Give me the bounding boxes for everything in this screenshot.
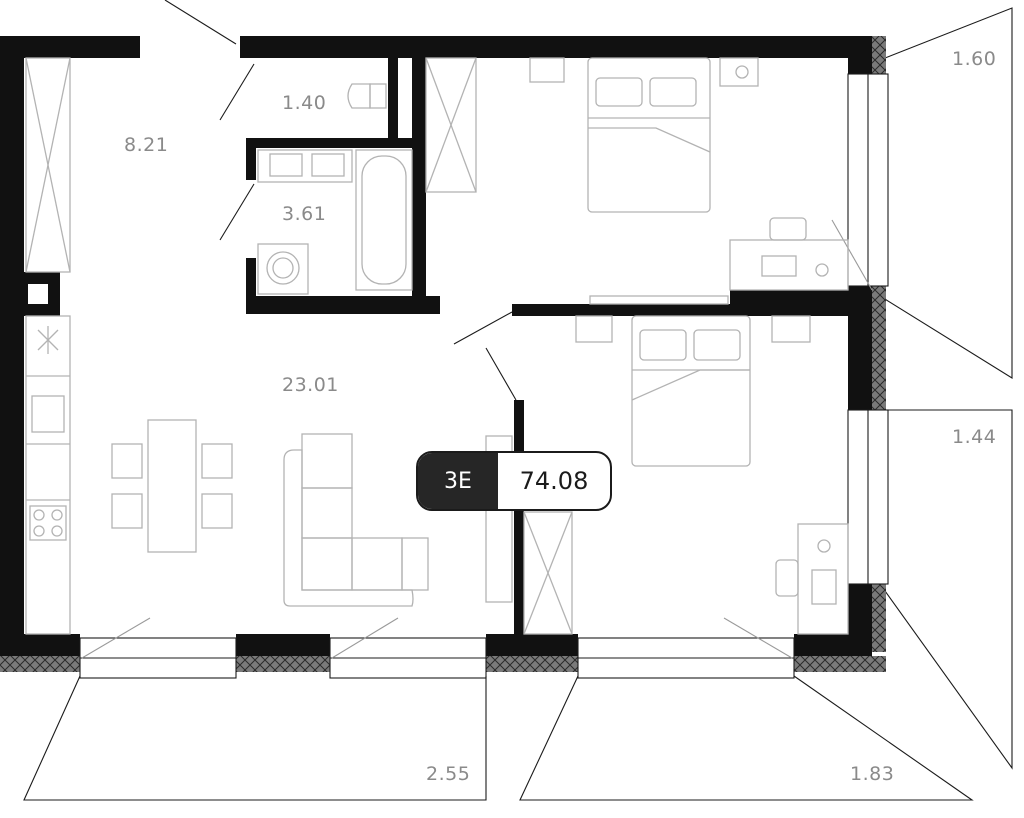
toilet-area-label: 1.40	[282, 92, 327, 114]
balcony-bottom-right-label: 1.83	[850, 763, 895, 785]
balcony-bottom-left-outline	[23, 675, 487, 801]
toilet-fixture	[347, 83, 387, 109]
balcony-outlines	[23, 7, 1013, 801]
bathroom-area-label: 3.61	[282, 203, 327, 225]
desk-main	[729, 217, 849, 291]
desk-second	[775, 523, 849, 635]
balcony-bottom-right-outline	[519, 675, 974, 801]
balcony-right-outline	[879, 409, 1013, 770]
balcony-top-right-label: 1.60	[952, 48, 997, 70]
door-swings	[81, 0, 873, 659]
windows	[79, 73, 889, 679]
sofa	[283, 433, 429, 607]
furniture	[25, 57, 849, 635]
wardrobe-hall	[25, 57, 71, 273]
living-area-label: 23.01	[282, 374, 339, 396]
balcony-top-right-outline	[879, 7, 1013, 379]
apartment-total-area: 74.08	[519, 467, 589, 495]
facade-brick	[0, 36, 886, 672]
kitchen-counter	[25, 315, 71, 635]
dining-table	[111, 419, 233, 553]
bed-main	[529, 57, 759, 213]
bedroom-wardrobe	[425, 57, 477, 193]
apartment-type-label: 3Е	[418, 453, 498, 509]
balcony-bottom-left-label: 2.55	[426, 763, 471, 785]
bed-second	[575, 295, 811, 467]
hallway-area-label: 8.21	[124, 134, 169, 156]
balcony-right-label: 1.44	[952, 426, 997, 448]
wardrobe-second	[485, 435, 573, 635]
walls	[0, 36, 872, 656]
apartment-badge: 3Е 74.08	[416, 451, 612, 511]
bathroom-fixtures	[257, 149, 413, 295]
